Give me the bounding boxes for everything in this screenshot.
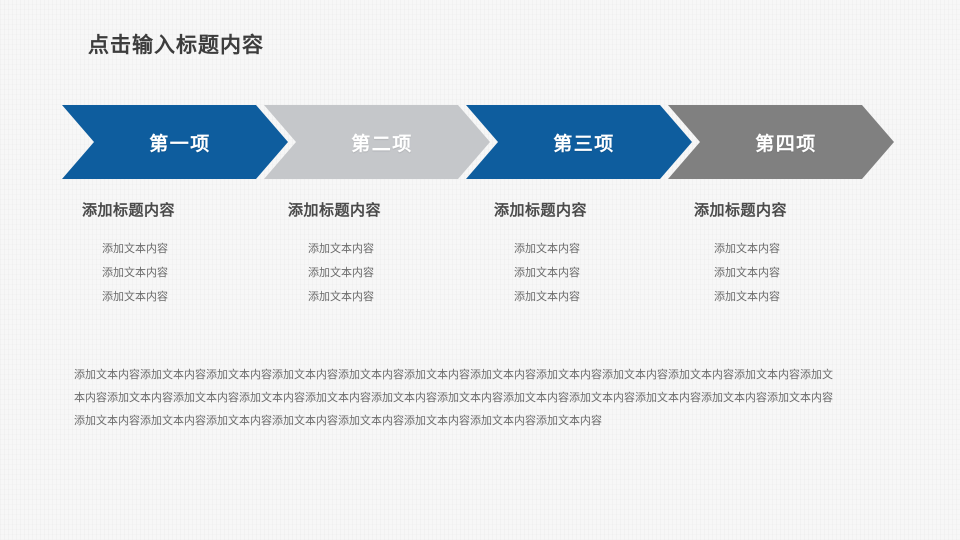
chevron-step-3[interactable]: 第三项 bbox=[466, 105, 692, 179]
column-4-line-2: 添加文本内容 bbox=[714, 267, 780, 279]
column-3-lines: 添加文本内容 添加文本内容 添加文本内容 bbox=[494, 237, 694, 309]
column-3-line-1: 添加文本内容 bbox=[514, 243, 580, 255]
column-4-heading: 添加标题内容 bbox=[694, 202, 788, 219]
column-4-line-3: 添加文本内容 bbox=[714, 291, 780, 303]
column-3-line-2: 添加文本内容 bbox=[514, 267, 580, 279]
chevron-step-2[interactable]: 第二项 bbox=[264, 105, 490, 179]
chevron-step-1-label: 第一项 bbox=[149, 133, 211, 155]
chevron-step-3-label: 第三项 bbox=[553, 133, 615, 155]
column-block-4: 添加标题内容 添加文本内容 添加文本内容 添加文本内容 bbox=[694, 199, 894, 309]
column-1-line-1: 添加文本内容 bbox=[102, 243, 168, 255]
page-title: 点击输入标题内容 bbox=[88, 34, 264, 57]
chevron-step-1[interactable]: 第一项 bbox=[62, 105, 288, 179]
column-1-heading: 添加标题内容 bbox=[82, 202, 176, 219]
chevron-step-2-label: 第二项 bbox=[351, 133, 413, 155]
column-block-1: 添加标题内容 添加文本内容 添加文本内容 添加文本内容 bbox=[82, 199, 282, 309]
column-2-lines: 添加文本内容 添加文本内容 添加文本内容 bbox=[288, 237, 488, 309]
column-4-lines: 添加文本内容 添加文本内容 添加文本内容 bbox=[694, 237, 894, 309]
column-2-line-1: 添加文本内容 bbox=[308, 243, 374, 255]
column-4-line-1: 添加文本内容 bbox=[714, 243, 780, 255]
column-2-heading: 添加标题内容 bbox=[288, 202, 382, 219]
chevron-step-4-label: 第四项 bbox=[755, 133, 817, 155]
column-2-line-3: 添加文本内容 bbox=[308, 291, 374, 303]
column-2-line-2: 添加文本内容 bbox=[308, 267, 374, 279]
chevron-step-4[interactable]: 第四项 bbox=[668, 105, 894, 179]
column-block-3: 添加标题内容 添加文本内容 添加文本内容 添加文本内容 bbox=[494, 199, 694, 309]
body-paragraph: 添加文本内容添加文本内容添加文本内容添加文本内容添加文本内容添加文本内容添加文本… bbox=[74, 369, 833, 427]
column-1-lines: 添加文本内容 添加文本内容 添加文本内容 bbox=[82, 237, 282, 309]
chevron-process-row: 第一项 第二项 第三项 第四项 bbox=[0, 105, 960, 179]
column-3-line-3: 添加文本内容 bbox=[514, 291, 580, 303]
column-3-heading: 添加标题内容 bbox=[494, 202, 588, 219]
column-1-line-2: 添加文本内容 bbox=[102, 267, 168, 279]
column-block-2: 添加标题内容 添加文本内容 添加文本内容 添加文本内容 bbox=[288, 199, 488, 309]
column-1-line-3: 添加文本内容 bbox=[102, 291, 168, 303]
